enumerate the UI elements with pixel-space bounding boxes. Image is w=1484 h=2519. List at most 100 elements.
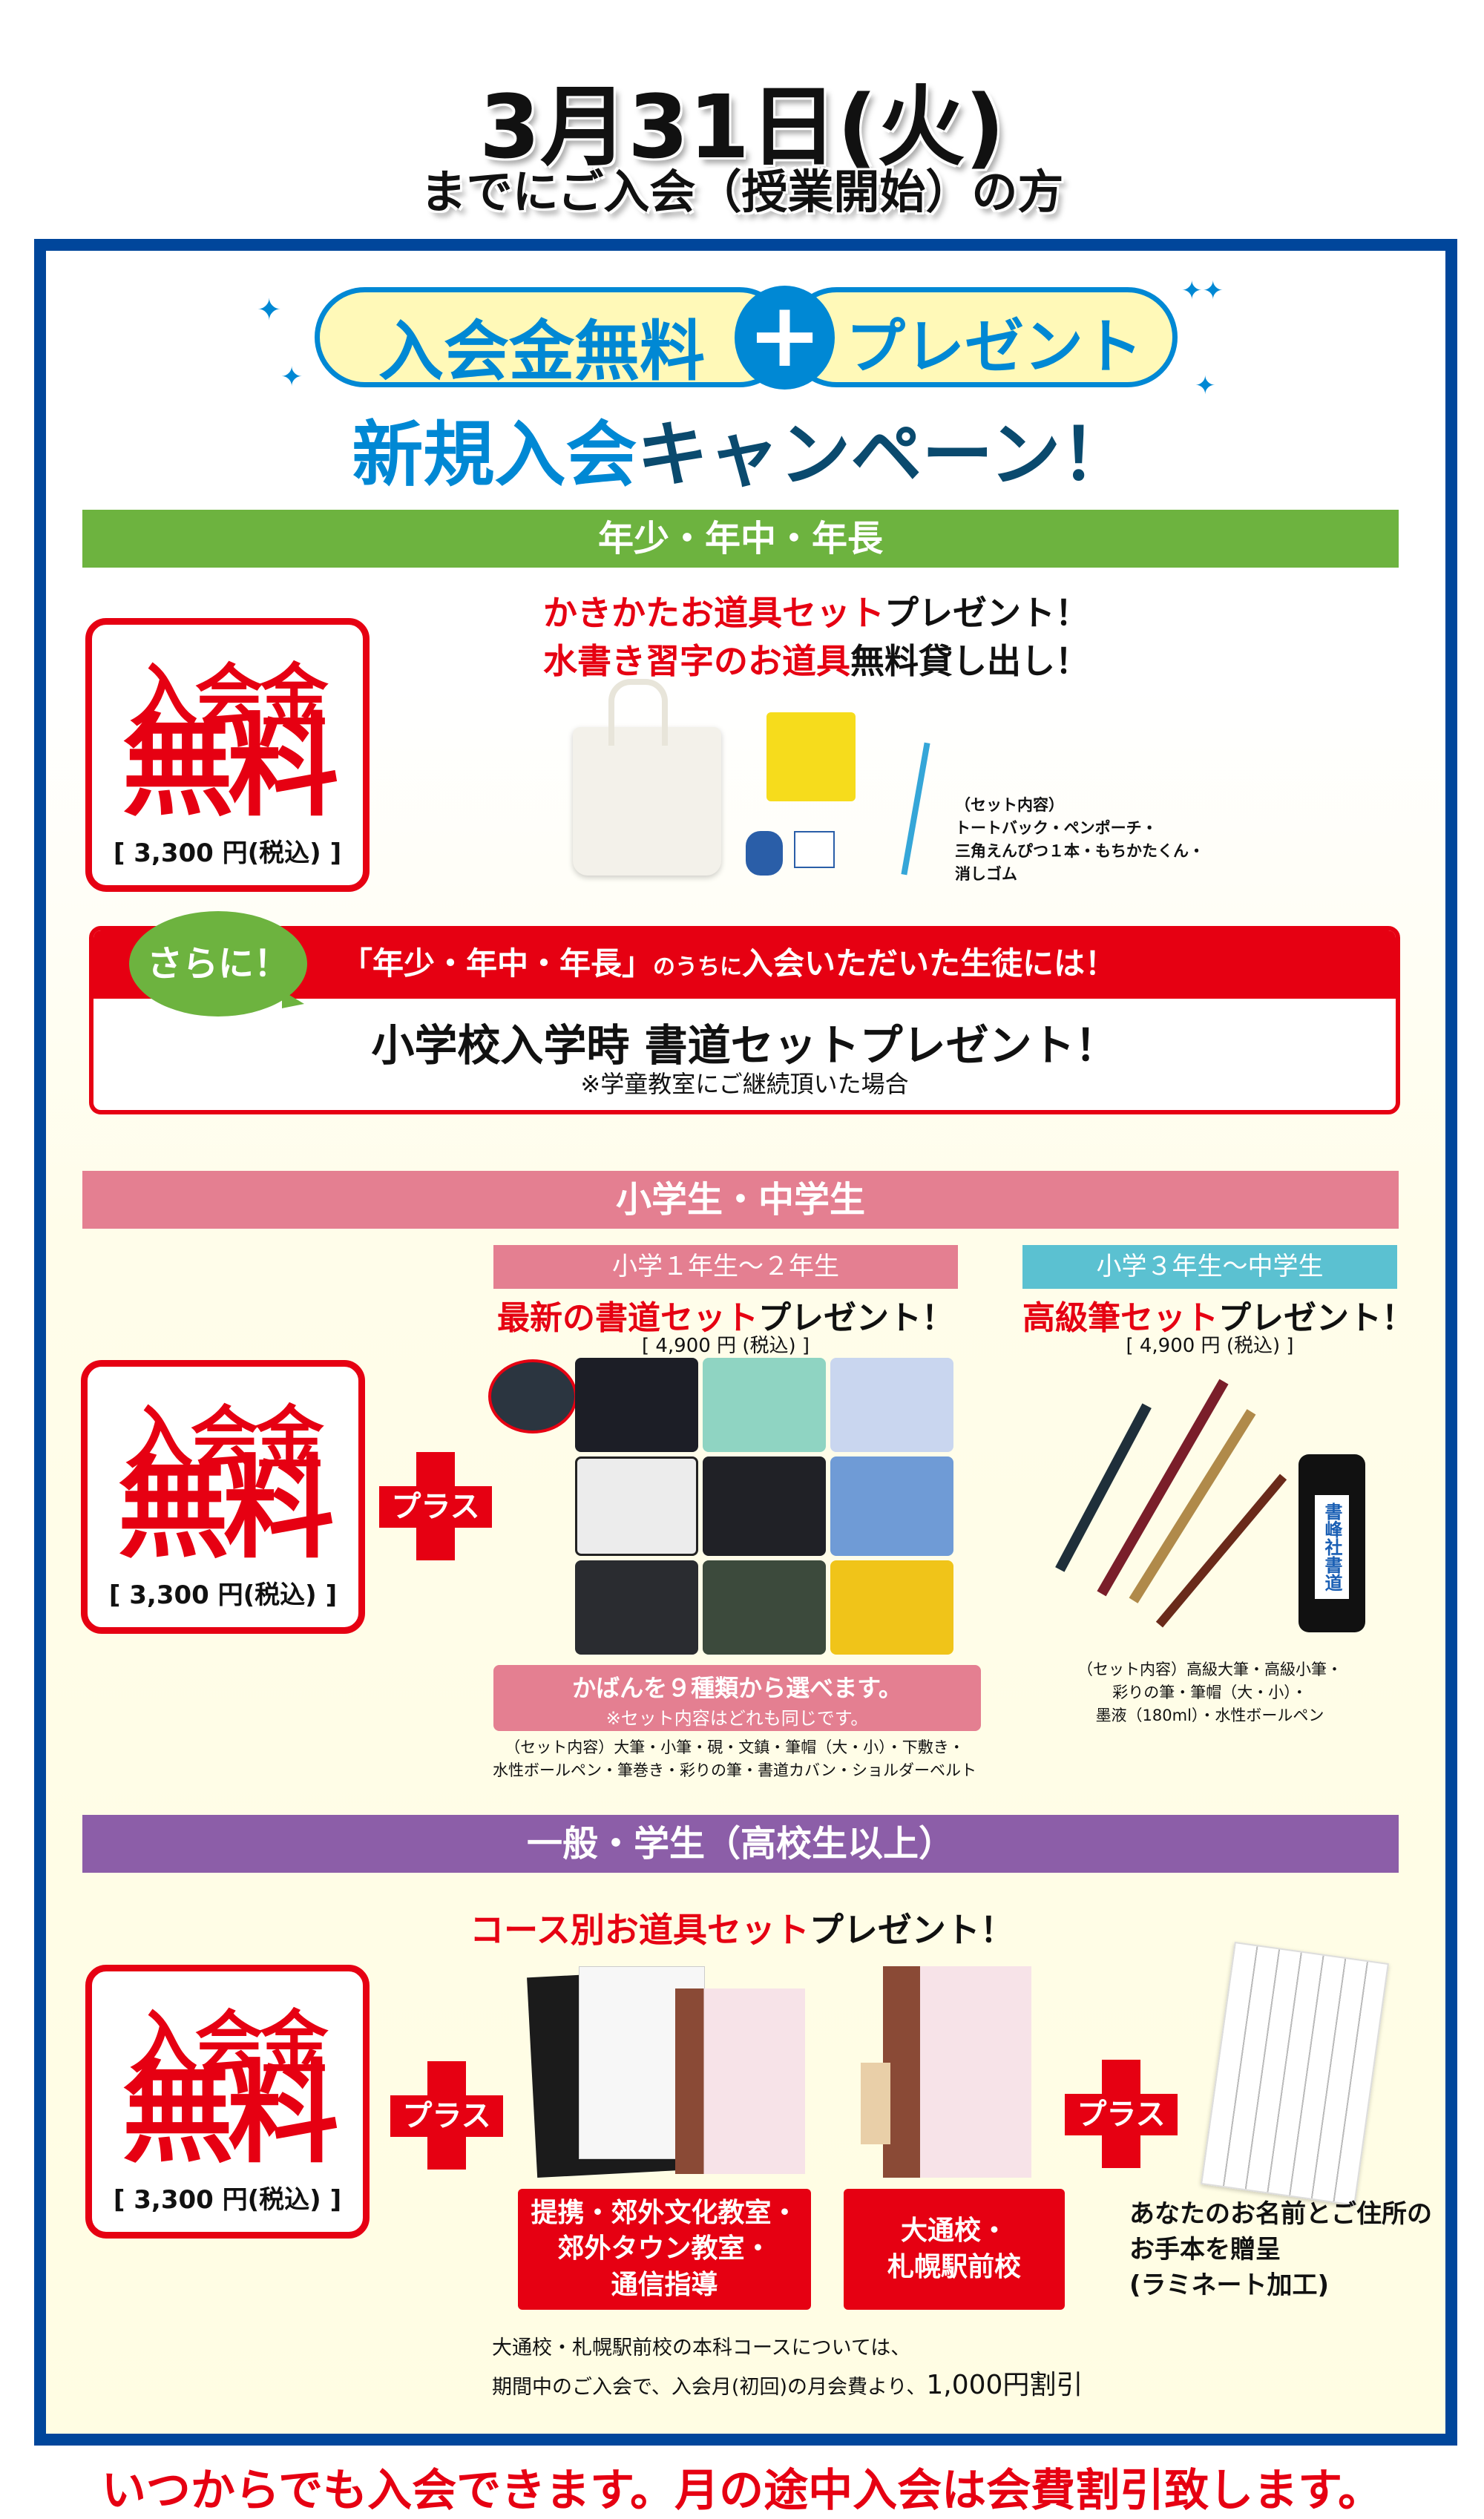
campaign-pill-left — [315, 287, 789, 387]
ink-bottle-image: 書峰社書道 — [1298, 1454, 1365, 1632]
label-line: 郊外タウン教室・ — [557, 2233, 772, 2265]
tag-grade-3-jh: 小学３年生〜中学生 — [1022, 1245, 1397, 1289]
badge-line2: 無料 — [122, 703, 338, 832]
general-heading: コース別お道具セットプレゼント！ — [0, 1903, 1484, 1952]
preschool-heading-1: かきかたお道具セットプレゼント！ — [445, 586, 1187, 635]
contents-line: 彩りの筆・筆帽（大・小）・ — [1112, 1684, 1307, 1701]
footer-notice: いつからでも入会できます。月の途中入会は会費割引致します。 — [101, 2465, 1383, 2517]
pill-right-text: プレゼント — [846, 312, 1143, 381]
plus-label: プラス — [379, 1486, 492, 1528]
heading-red: コース別お道具セット — [470, 1910, 810, 1950]
heading-black: 無料貸し出し！ — [850, 641, 1089, 681]
badge-line1: 入会金 — [129, 2003, 328, 2083]
bag-choice-caption: かばんを９種類から選べます。 ※セット内容はどれも同じです。 — [493, 1665, 981, 1731]
contents-line: トートバック・ペンポーチ・ — [955, 819, 1158, 837]
bottle-label: 書峰社書道 — [1315, 1495, 1349, 1599]
campaign-title-a: 新規入会 — [352, 413, 637, 496]
bubble-text: さらに！ — [146, 943, 289, 985]
campaign-title: 新規入会キャンペーン！ — [0, 397, 1484, 500]
badge-line2: 無料 — [117, 1445, 334, 1574]
label-line: 大通校・ — [900, 2215, 1008, 2246]
extra-offer-banner-text: 「年少・年中・年長」のうちに入会いただいた生徒には！ — [341, 939, 1116, 984]
contents-line: （セット内容）大筆・小筆・硯・文鎮・筆帽（大・小）・下敷き・ — [505, 1738, 965, 1756]
free-fee-badge: 入会金 無料 [ 3,300 円(税込) ] — [85, 1965, 370, 2239]
school-bags-image — [575, 1358, 953, 1655]
pen-pouch-image — [766, 712, 856, 801]
plus-circle-icon: + — [735, 286, 835, 390]
heading-black: プレゼント！ — [884, 593, 1089, 633]
left-price: [ 4,900 円 (税込) ] — [641, 1335, 810, 1357]
extra-offer-box — [89, 926, 1400, 1114]
heading-red: 最新の書道セット — [497, 1299, 758, 1337]
course-label-suburban: 提携・郊外文化教室・ 郊外タウン教室・ 通信指導 — [518, 2189, 811, 2310]
extra-offer-banner — [93, 930, 1396, 999]
badge-price: [ 3,300 円(税込) ] — [113, 2185, 342, 2215]
plus-cross-icon: プラス — [390, 2061, 503, 2170]
left-set-contents: （セット内容）大筆・小筆・硯・文鎮・筆帽（大・小）・下敷き・ 水性ボールペン・筆… — [475, 1736, 994, 1782]
bag-detail-bubble — [488, 1359, 577, 1433]
heading-black: プレゼント！ — [809, 1910, 1014, 1950]
label-line: 通信指導 — [611, 2269, 718, 2300]
gift-line: あなたのお名前とご住所の — [1129, 2199, 1432, 2229]
section-bar-elementary: 小学生・中学生 — [82, 1171, 1399, 1229]
textbook-image — [883, 1966, 1031, 2178]
left-heading: 最新の書道セットプレゼント！ — [493, 1291, 958, 1339]
campaign-title-b: キャンペーン！ — [637, 413, 1132, 496]
badge-price: [ 3,300 円(税込) ] — [108, 1580, 338, 1610]
plus-label: プラス — [1065, 2094, 1178, 2135]
right-price: [ 4,900 円 (税込) ] — [1126, 1335, 1294, 1357]
tote-bag-image — [573, 727, 721, 876]
gift-line: お手本を贈呈 — [1129, 2235, 1281, 2265]
course-label-odori: 大通校・ 札幌駅前校 — [844, 2189, 1065, 2310]
heading-red: 高級筆セット — [1022, 1299, 1218, 1337]
heading-black: プレゼント！ — [758, 1299, 954, 1337]
tag-grade-1-2: 小学１年生〜２年生 — [493, 1245, 958, 1289]
brush-box-image — [861, 2063, 890, 2144]
sarani-bubble: さらに！ — [129, 911, 307, 1017]
grip-image — [746, 831, 783, 876]
note-line: 期間中のご入会で、入会月(初回)の月会費より、 — [492, 2376, 927, 2399]
contents-line: 三角えんぴつ１本・もちかたくん・ — [955, 842, 1204, 860]
label-line: 札幌駅前校 — [887, 2251, 1021, 2282]
caption-line1: かばんを９種類から選べます。 — [572, 1674, 902, 1702]
preschool-set-contents: （セット内容） トートバック・ペンポーチ・ 三角えんぴつ１本・もちかたくん・ 消… — [955, 794, 1204, 886]
discount-amount: 1,000円割引 — [926, 2370, 1083, 2400]
heading-red: かきかたお道具セット — [543, 593, 884, 633]
plus-cross-icon: プラス — [1065, 2060, 1178, 2168]
deadline-date: 3月31日(火) — [479, 76, 1005, 178]
free-fee-badge: 入会金 無料 [ 3,300 円(税込) ] — [81, 1360, 365, 1634]
contents-line: 消しゴム — [955, 865, 1017, 883]
sparkle-icon: ✦ — [280, 362, 303, 393]
banner-b: のうちに — [653, 954, 743, 980]
preschool-heading-2: 水書き習字のお道具無料貸し出し！ — [445, 634, 1187, 683]
contents-line: 水性ボールペン・筆巻き・彩りの筆・書道カバン・ショルダーベルト — [492, 1761, 977, 1779]
note-line: 大通校・札幌駅前校の本科コースについては、 — [492, 2336, 911, 2359]
badge-price: [ 3,300 円(税込) ] — [113, 838, 342, 868]
plus-cross-icon: プラス — [379, 1452, 492, 1560]
right-set-contents: （セット内容）高級大筆・高級小筆・ 彩りの筆・筆帽（大・小）・ 墨液（180ml… — [1022, 1658, 1397, 1727]
section-bar-preschool: 年少・年中・年長 — [82, 510, 1399, 568]
badge-line2: 無料 — [122, 2049, 338, 2178]
extra-offer-note: ※学童教室にご継続頂いた場合 — [580, 1070, 909, 1098]
eraser-image — [794, 831, 835, 868]
free-fee-badge: 入会金 無料 [ 3,300 円(税込) ] — [85, 618, 370, 892]
gift-description: あなたのお名前とご住所の お手本を贈呈 (ラミネート加工) — [1129, 2196, 1432, 2303]
tote-handle — [608, 679, 668, 746]
section-bar-general: 一般・学生（高校生以上） — [82, 1815, 1399, 1873]
deadline-subtitle: までにご入会（授業開始）の方 — [420, 165, 1064, 219]
sparkle-icon: ✦✦ — [1181, 276, 1224, 306]
banner-c: 入会いただいた生徒には！ — [742, 945, 1117, 982]
sparkle-icon: ✦ — [1195, 371, 1216, 401]
sparkle-icon: ✦ — [257, 293, 282, 327]
banner-a: 「年少・年中・年長」 — [341, 945, 654, 982]
plus-sign: + — [747, 284, 822, 387]
badge-line1: 入会金 — [125, 1399, 324, 1478]
plus-label: プラス — [390, 2095, 503, 2137]
contents-line: （セット内容）高級大筆・高級小筆・ — [1077, 1661, 1342, 1678]
label-line: 提携・郊外文化教室・ — [531, 2197, 798, 2228]
extra-offer-main: 小学校入学時 書道セットプレゼント！ — [371, 1020, 1118, 1071]
pill-left-text: 入会金無料 — [378, 313, 705, 390]
campaign-pill-right — [787, 287, 1178, 387]
contents-line: （セット内容） — [955, 796, 1064, 814]
textbook-image — [675, 1988, 805, 2174]
